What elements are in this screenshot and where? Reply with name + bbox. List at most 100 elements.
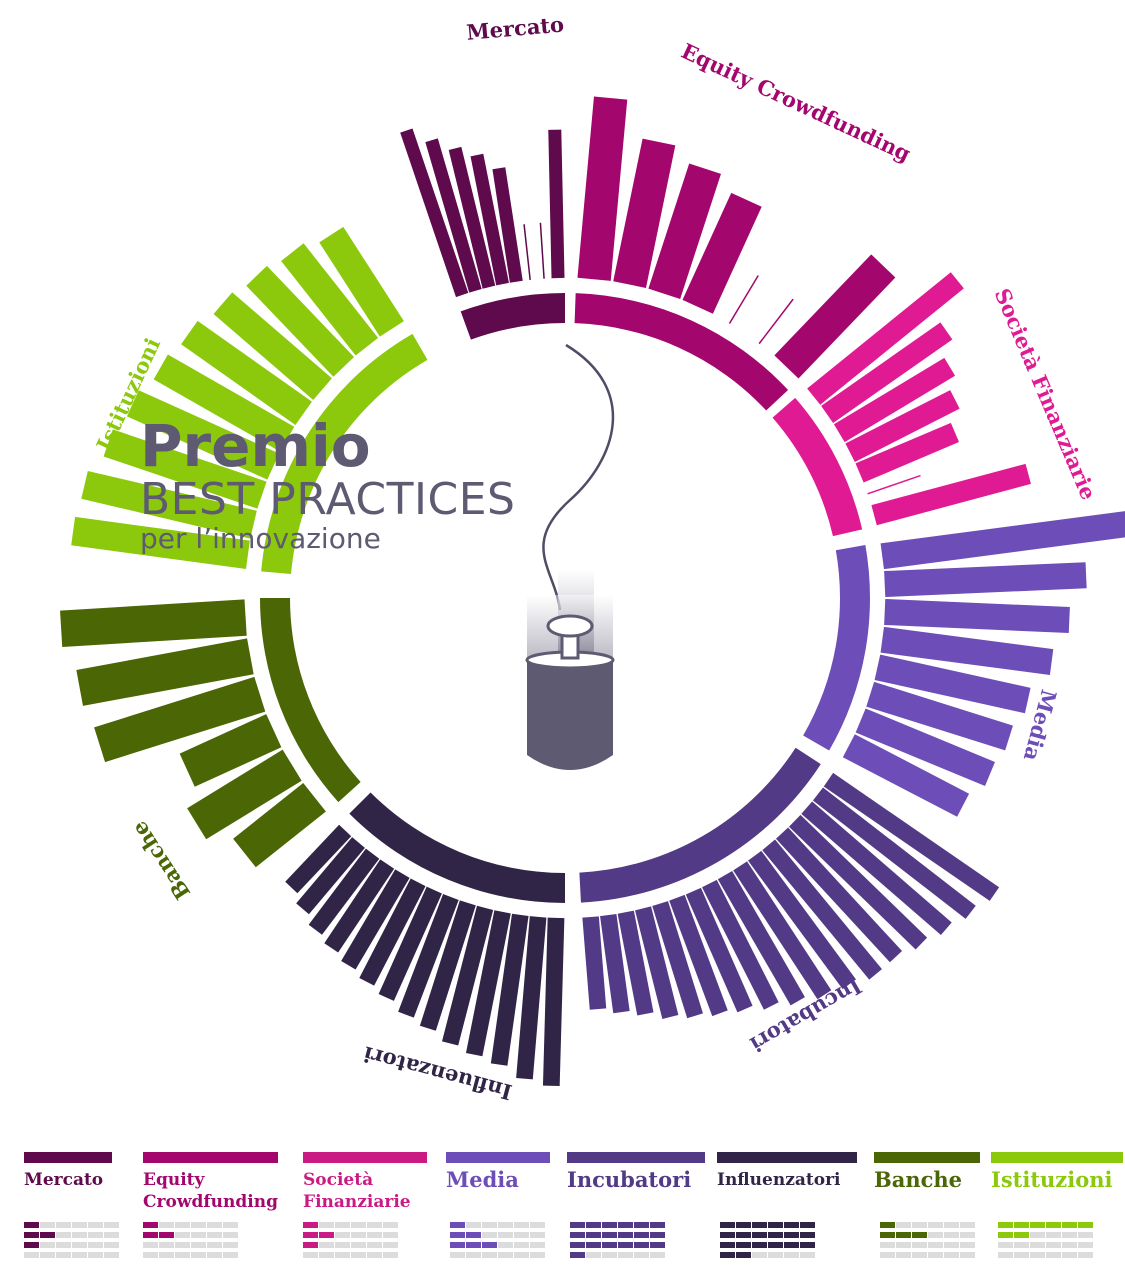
bar-4-14 bbox=[617, 910, 654, 1016]
legend-cell bbox=[367, 1222, 382, 1228]
legend-cell bbox=[752, 1252, 767, 1258]
legend-cell bbox=[482, 1222, 497, 1228]
legend-item-istituzioni: Istituzioni bbox=[991, 1152, 1123, 1191]
legend-cell bbox=[960, 1222, 975, 1228]
bar-4-1 bbox=[812, 787, 976, 919]
legend-grid-media bbox=[450, 1222, 545, 1258]
bar-5-12 bbox=[296, 837, 365, 915]
legend-label: Banche bbox=[874, 1167, 963, 1192]
legend-cell bbox=[104, 1222, 119, 1228]
bar-4-8 bbox=[717, 870, 805, 1006]
legend-cell bbox=[159, 1252, 174, 1258]
legend-cell bbox=[896, 1232, 911, 1238]
legend-cell bbox=[175, 1242, 190, 1248]
legend-cell bbox=[1046, 1232, 1061, 1238]
bar-5-11 bbox=[308, 848, 380, 935]
legend-cell bbox=[650, 1252, 665, 1258]
legend-cell bbox=[450, 1252, 465, 1258]
legend-cell bbox=[530, 1232, 545, 1238]
legend-cell bbox=[466, 1222, 481, 1228]
bar-5-7 bbox=[378, 886, 442, 1001]
bar-5-5 bbox=[419, 900, 476, 1031]
legend-cell bbox=[191, 1242, 206, 1248]
bar-4-9 bbox=[702, 879, 779, 1010]
legend-cell bbox=[586, 1232, 601, 1238]
legend-cell bbox=[912, 1232, 927, 1238]
legend-cell bbox=[1030, 1242, 1045, 1248]
legend-cell bbox=[736, 1232, 751, 1238]
legend-cell bbox=[482, 1252, 497, 1258]
legend-cell bbox=[72, 1222, 87, 1228]
legend-item-banche: Banche bbox=[874, 1152, 980, 1191]
legend-grid-mercato bbox=[24, 1222, 119, 1258]
bar-7-5 bbox=[181, 320, 312, 425]
legend-cell bbox=[1078, 1222, 1093, 1228]
legend-cell bbox=[1078, 1242, 1093, 1248]
category-label-5: Influenzatori bbox=[361, 1041, 515, 1105]
legend-cell bbox=[634, 1222, 649, 1228]
legend-cell bbox=[143, 1242, 158, 1248]
ring-segment-1 bbox=[574, 293, 789, 411]
legend-cell bbox=[223, 1242, 238, 1248]
legend-cell bbox=[768, 1232, 783, 1238]
legend-cell bbox=[960, 1232, 975, 1238]
legend-cell bbox=[450, 1242, 465, 1248]
legend-cell bbox=[207, 1252, 222, 1258]
legend-cell bbox=[618, 1232, 633, 1238]
legend-cell bbox=[207, 1232, 222, 1238]
legend-cell bbox=[1062, 1252, 1077, 1258]
legend-cell bbox=[928, 1222, 943, 1228]
legend-cell bbox=[752, 1222, 767, 1228]
legend-cell bbox=[482, 1242, 497, 1248]
ring-segment-0 bbox=[460, 293, 565, 340]
legend-cell bbox=[159, 1232, 174, 1238]
legend-cell bbox=[896, 1222, 911, 1228]
legend-cell bbox=[720, 1252, 735, 1258]
legend-cell bbox=[104, 1252, 119, 1258]
legend-cell bbox=[367, 1242, 382, 1248]
legend-cell bbox=[736, 1242, 751, 1248]
bar-2-5 bbox=[867, 474, 921, 495]
legend-label: Equity Crowdfunding bbox=[143, 1170, 278, 1212]
legend-cell bbox=[720, 1232, 735, 1238]
bar-0-3 bbox=[470, 153, 509, 286]
legend-cell bbox=[570, 1232, 585, 1238]
legend-cell bbox=[768, 1252, 783, 1258]
legend-cell bbox=[912, 1252, 927, 1258]
bar-5-1 bbox=[516, 916, 547, 1080]
ring-segment-3 bbox=[803, 545, 871, 751]
bar-6-5 bbox=[60, 599, 247, 647]
legend-cell bbox=[319, 1222, 334, 1228]
legend-cell bbox=[928, 1242, 943, 1248]
legend-cell bbox=[351, 1252, 366, 1258]
legend-cell bbox=[880, 1222, 895, 1228]
legend-cell bbox=[880, 1242, 895, 1248]
legend-cell bbox=[24, 1222, 39, 1228]
bar-0-1 bbox=[425, 138, 482, 293]
legend-cell bbox=[351, 1242, 366, 1248]
legend-cell bbox=[618, 1252, 633, 1258]
legend-cell bbox=[736, 1252, 751, 1258]
legend-cell bbox=[72, 1252, 87, 1258]
legend-cell bbox=[602, 1232, 617, 1238]
category-label-0: Mercato bbox=[465, 11, 565, 44]
legend-cell bbox=[56, 1232, 71, 1238]
bar-6-2 bbox=[179, 714, 282, 787]
legend-cell bbox=[912, 1242, 927, 1248]
legend-cell bbox=[1078, 1232, 1093, 1238]
legend-grid-equity-crowdfunding bbox=[143, 1222, 238, 1258]
legend-cell bbox=[498, 1242, 513, 1248]
bar-0-7 bbox=[548, 129, 565, 279]
legend-cell bbox=[104, 1232, 119, 1238]
legend-cell bbox=[586, 1242, 601, 1248]
bar-1-6 bbox=[774, 254, 896, 379]
legend-cell bbox=[40, 1222, 55, 1228]
legend-cell bbox=[143, 1252, 158, 1258]
legend-cell bbox=[335, 1232, 350, 1238]
legend-cell bbox=[530, 1222, 545, 1228]
bar-7-1 bbox=[81, 470, 257, 539]
legend-cell bbox=[175, 1222, 190, 1228]
legend-cell bbox=[720, 1242, 735, 1248]
legend-cell bbox=[88, 1242, 103, 1248]
